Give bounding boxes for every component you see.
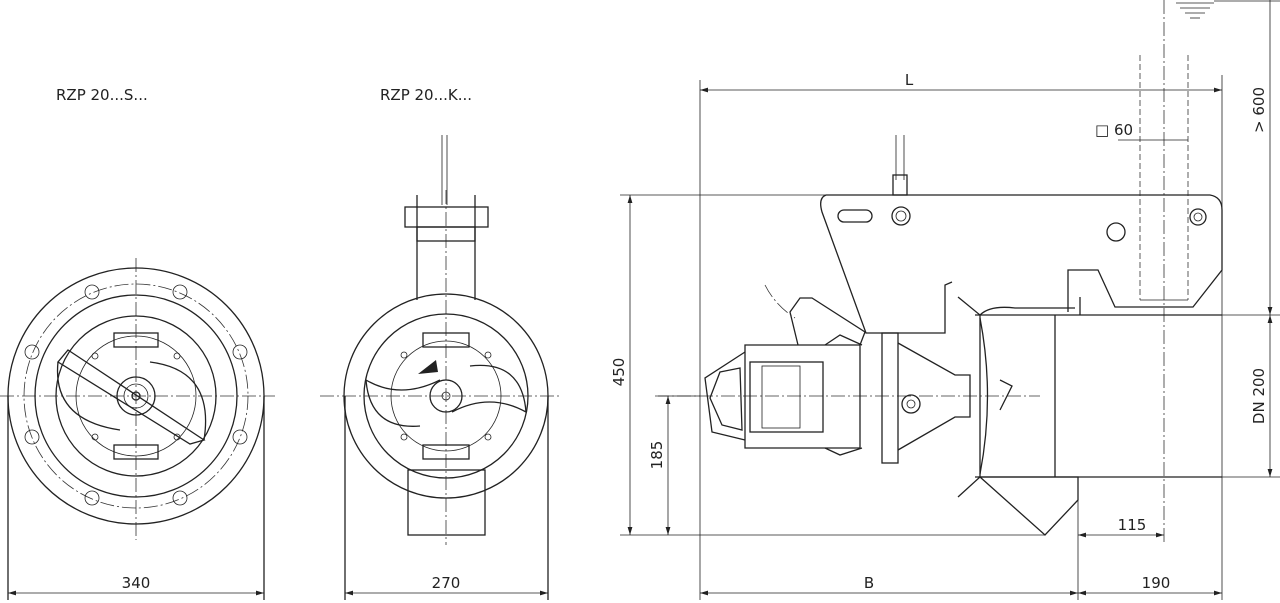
dim-115: 115 bbox=[1118, 516, 1147, 534]
dim-dn200: DN 200 bbox=[1250, 368, 1268, 424]
dim-270: 270 bbox=[432, 574, 461, 592]
dim-square-60: □ 60 bbox=[1095, 121, 1133, 139]
mounting-bracket bbox=[826, 194, 1223, 315]
s-variant-front-view bbox=[0, 258, 275, 600]
dim-B: B bbox=[864, 574, 874, 592]
dim-min-600: > 600 bbox=[1250, 87, 1268, 133]
rotation-direction-arrow-icon bbox=[418, 360, 438, 374]
dim-L: L bbox=[905, 71, 914, 89]
dim-450: 450 bbox=[610, 358, 628, 387]
side-view bbox=[655, 0, 1223, 545]
dim-185: 185 bbox=[648, 441, 666, 470]
dim-340: 340 bbox=[122, 574, 151, 592]
k-variant-title: RZP 20...K... bbox=[380, 86, 472, 104]
dim-190: 190 bbox=[1142, 574, 1171, 592]
s-variant-title: RZP 20...S... bbox=[56, 86, 148, 104]
k-variant-front-view bbox=[320, 135, 560, 600]
dimension-lines bbox=[8, 0, 1280, 600]
water-level-icon bbox=[1176, 0, 1280, 19]
